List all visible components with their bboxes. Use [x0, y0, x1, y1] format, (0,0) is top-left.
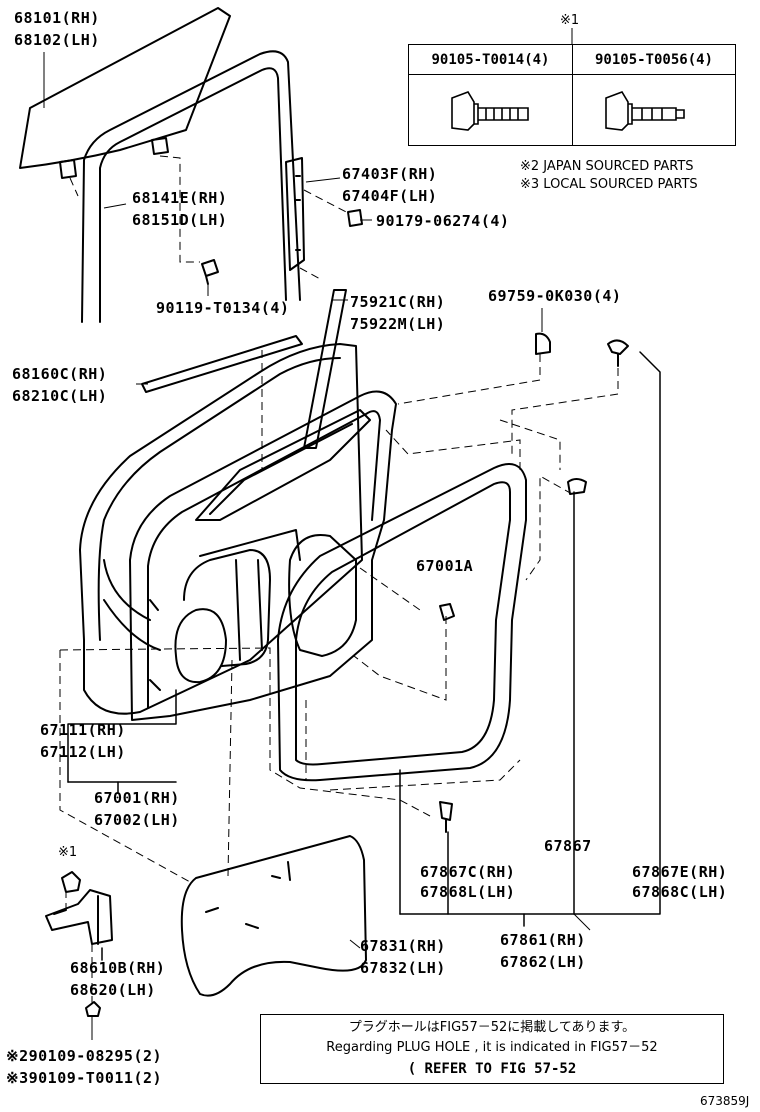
label-68151d: 68151D(LH) [132, 211, 228, 229]
label-68210c: 68210C(LH) [12, 387, 108, 405]
label-75921c: 75921C(RH) [350, 293, 446, 311]
note-local-sourced: ※3 LOCAL SOURCED PARTS [520, 177, 698, 192]
belt-molding [303, 289, 347, 449]
sash-channel [285, 157, 305, 271]
label-67111: 67111(RH) [40, 721, 126, 739]
label-67867c: 67867C(RH) [420, 863, 516, 881]
label-67404f: 67404F(LH) [342, 187, 438, 205]
reference-note-japanese: プラグホールはFIG57－52に掲載してあります。 [348, 1020, 636, 1035]
reference-mark-1: ※1 [58, 845, 78, 860]
label-75922m: 75922M(LH) [350, 315, 446, 333]
label-67403f: 67403F(RH) [342, 165, 438, 183]
reference-note-english: Regarding PLUG HOLE , it is indicated in… [326, 1040, 658, 1055]
door-trim-board [180, 835, 367, 997]
outer-weatherstrip [141, 335, 303, 393]
reference-mark-1-table: ※1 [560, 13, 580, 28]
label-68610b: 68610B(RH) [70, 959, 166, 977]
label-68160c: 68160C(RH) [12, 365, 108, 383]
label-68141e: 68141E(RH) [132, 189, 228, 207]
fastener-col1-header: 90105-T0014(4) [409, 45, 573, 75]
fastener-col2-header: 90105-T0056(4) [573, 45, 735, 75]
label-68620: 68620(LH) [70, 981, 156, 999]
label-67862: 67862(LH) [500, 953, 586, 971]
door-weatherstrip [277, 463, 527, 782]
label-90109-t0011: ※390109-T0011(2) [6, 1069, 163, 1087]
label-67002: 67002(LH) [94, 811, 180, 829]
label-69759: 69759-0K030(4) [488, 287, 622, 305]
label-90109-08295: ※290109-08295(2) [6, 1047, 163, 1065]
diagram-id: 673859J [700, 1094, 750, 1108]
label-67832: 67832(LH) [360, 959, 446, 977]
fastener-table: 90105-T0014(4) 90105-T0056(4) [408, 44, 736, 146]
door-glass-shape [19, 7, 231, 169]
label-67868c: 67868C(LH) [632, 883, 728, 901]
fastener-bolt-icons [451, 91, 685, 131]
label-68101: 68101(RH) [14, 9, 100, 27]
glass-run-channel [81, 50, 301, 323]
label-67861: 67861(RH) [500, 931, 586, 949]
label-90179: 90179-06274(4) [376, 212, 510, 230]
door-inner-panel [129, 390, 397, 721]
label-67112: 67112(LH) [40, 743, 126, 761]
label-68102: 68102(LH) [14, 31, 100, 49]
door-shell-outer [79, 343, 363, 715]
label-67001: 67001(RH) [94, 789, 180, 807]
fastener-table-divider [572, 75, 573, 145]
label-67868l: 67868L(LH) [420, 883, 516, 901]
label-67867e: 67867E(RH) [632, 863, 728, 881]
label-90119: 90119-T0134(4) [156, 299, 290, 317]
label-67867: 67867 [544, 837, 592, 855]
label-67831: 67831(RH) [360, 937, 446, 955]
note-japan-sourced: ※2 JAPAN SOURCED PARTS [520, 159, 694, 174]
reference-fig-link[interactable]: ( REFER TO FIG 57-52 [407, 1061, 577, 1077]
plug-hole-reference-box: プラグホールはFIG57－52に掲載してあります。 Regarding PLUG… [260, 1014, 724, 1084]
label-67001a: 67001A [416, 557, 474, 575]
door-hinge [45, 889, 113, 945]
